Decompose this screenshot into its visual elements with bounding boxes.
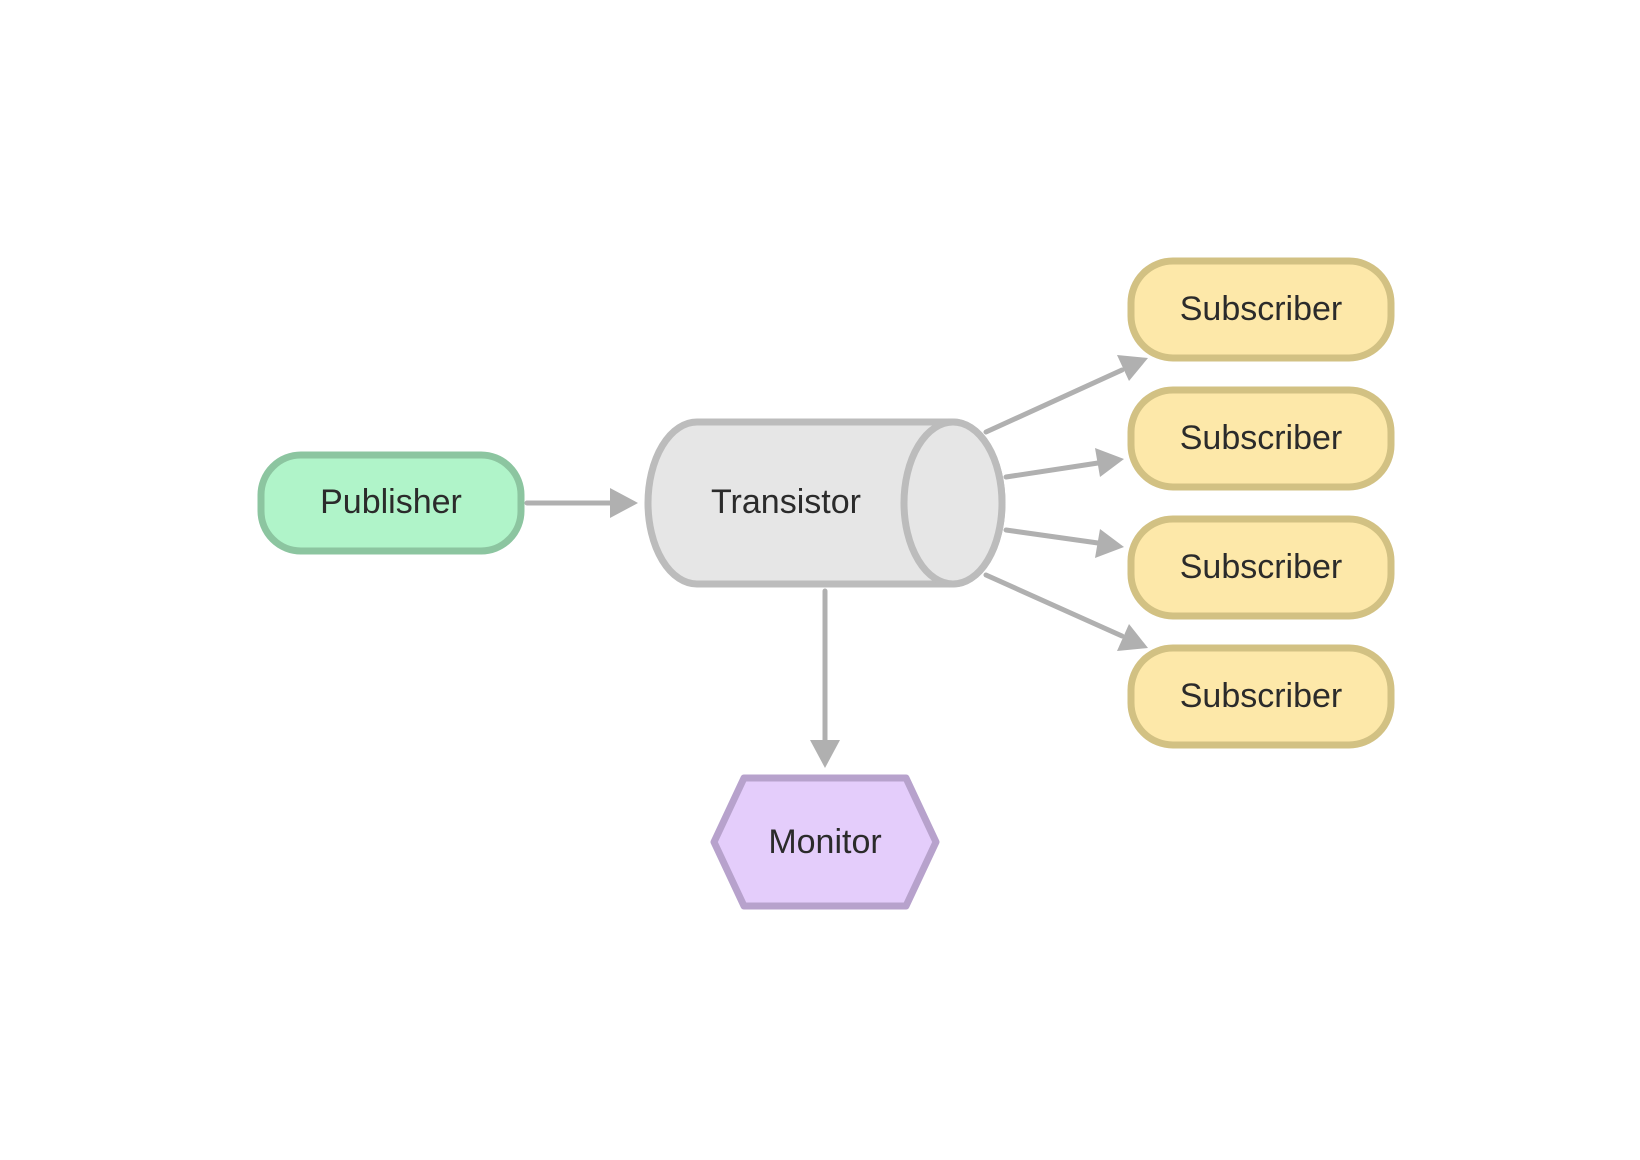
transistor-label: Transistor xyxy=(711,483,861,521)
subscriber-4-shape xyxy=(1127,644,1395,749)
subscriber-2-shape xyxy=(1127,386,1395,491)
subscriber-node-3[interactable]: Subscriber xyxy=(1127,515,1395,620)
subscriber-4-label: Subscriber xyxy=(1180,677,1343,715)
subscriber-1-shape xyxy=(1127,257,1395,362)
subscriber-node-2[interactable]: Subscriber xyxy=(1127,386,1395,491)
transistor-node[interactable]: Transistor xyxy=(644,418,1006,588)
publisher-shape xyxy=(257,451,525,555)
subscriber-3-shape xyxy=(1127,515,1395,620)
transistor-end-cap xyxy=(900,418,1006,588)
subscriber-3-label: Subscriber xyxy=(1180,548,1343,586)
publisher-node[interactable]: Publisher xyxy=(257,451,525,555)
subscriber-2-label: Subscriber xyxy=(1180,419,1343,457)
edge-transistor-monitor xyxy=(810,588,840,768)
publisher-label: Publisher xyxy=(320,483,462,521)
edges xyxy=(524,355,1148,768)
subscriber-node-1[interactable]: Subscriber xyxy=(1127,257,1395,362)
subscriber-1-label: Subscriber xyxy=(1180,290,1343,328)
edge-transistor-subscriber-1 xyxy=(983,355,1148,435)
monitor-node[interactable]: Monitor xyxy=(710,774,940,910)
edge-publisher-transistor xyxy=(524,488,638,518)
monitor-shape xyxy=(710,774,940,910)
subscriber-node-4[interactable]: Subscriber xyxy=(1127,644,1395,749)
edge-transistor-subscriber-2 xyxy=(1003,448,1124,480)
edge-transistor-subscriber-3 xyxy=(1003,527,1124,558)
edge-transistor-subscriber-4 xyxy=(983,572,1148,651)
monitor-label: Monitor xyxy=(768,823,881,861)
